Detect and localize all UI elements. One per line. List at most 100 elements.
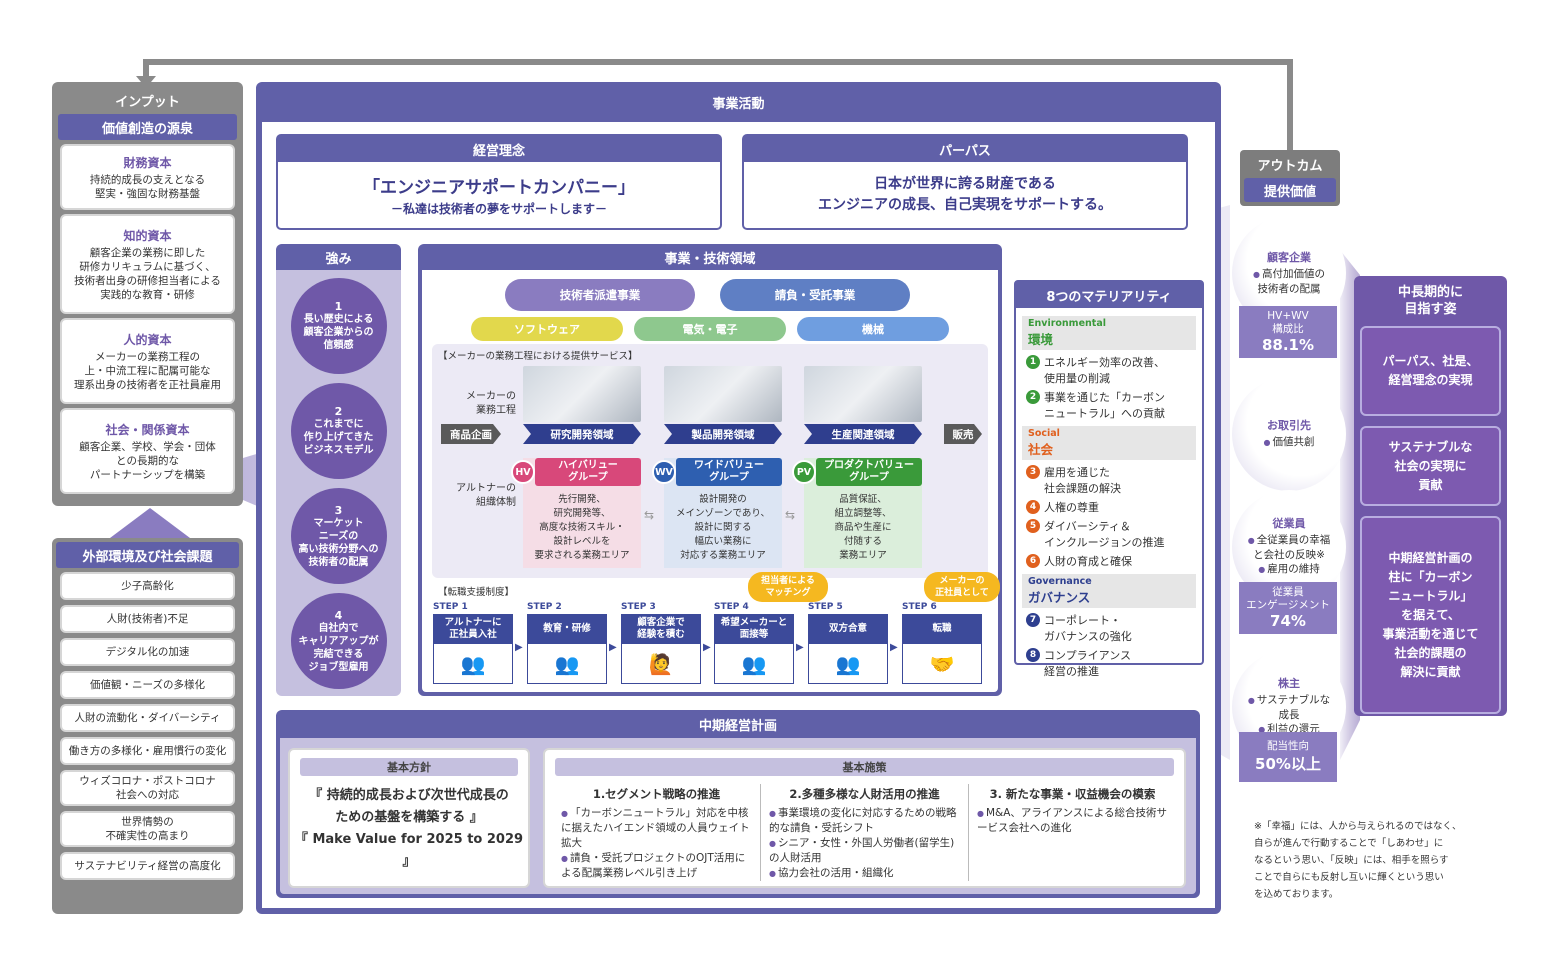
people-icon: 👥 [741, 652, 767, 676]
process-step: 販売 [944, 424, 982, 444]
step-number: STEP 3 [621, 602, 656, 612]
strength-number: 2 [334, 405, 343, 418]
business-title: 事業活動 [712, 96, 765, 112]
capital-card: 人的資本メーカーの業務工程の 上・中流工程に配属可能な 理系出身の技術者を正社員… [60, 318, 235, 404]
materiality-text: コーポレート・ ガバナンスの強化 [1044, 614, 1132, 643]
step-text: 顧客企業で 経験を積む [621, 614, 701, 644]
external-item: 世界情勢の 不確実性の高まり [60, 811, 235, 847]
arrow-hv-wv: ⇆ [644, 508, 655, 522]
people-icon: 🤝 [929, 652, 955, 676]
materiality-text: エネルギー効率の改善、 使用量の削減 [1044, 356, 1165, 385]
process-photo [804, 366, 922, 422]
outcome-title: アウトカム [1257, 158, 1323, 174]
footnote: ※「幸福」には、人から与えられるのではなく、 自らが進んで行動することで「しあわ… [1254, 821, 1462, 900]
outcome-subtitle: 提供価値 [1244, 178, 1336, 202]
external-item: ウィズコロナ・ポストコロナ 社会への対応 [60, 770, 235, 806]
vision-item: 中期経営計画の 柱に「カーボン ニュートラル」 を据えて、 事業活動を通じて 社… [1360, 516, 1501, 714]
measure-column: 3. 新たな事業・収益機会の模索M&A、アライアンスによる総合技術サービス会社へ… [969, 784, 1176, 881]
materiality-jp: 環境 [1028, 332, 1054, 347]
strength-text: これまでに 作り上げてきた ビジネスモデル [303, 419, 374, 456]
materiality-number: 7 [1026, 613, 1040, 627]
process-label: メーカーの 業務工程 [466, 391, 516, 416]
vision-item: サステナブルな 社会の実現に 貢献 [1360, 426, 1501, 506]
materiality-en: Environmental [1028, 318, 1106, 329]
strength-number: 3 [334, 503, 343, 517]
process-step: 商品企画 [441, 424, 501, 444]
materiality-text: コンプライアンス 経営の推進 [1044, 649, 1132, 678]
materiality-jp: ガバナンス [1028, 590, 1091, 605]
employee-bubble: メーカーの 正社員として [924, 572, 1000, 602]
step-text: 双方合意 [808, 614, 888, 644]
measures-title: 基本施策 [555, 758, 1174, 776]
philosophy-sub: －私達は技術者の夢をサポートします－ [390, 202, 607, 216]
capital-name: 社会・関係資本 [105, 422, 190, 437]
stakeholder-item: 全従業員の幸福 と会社の反映※ [1248, 533, 1330, 562]
group-desc: 品質保証、 組立調整等、 商品や生産に 付随する 業務エリア [834, 494, 892, 561]
vision-item: パーパス、社是、 経営理念の実現 [1360, 326, 1501, 416]
external-item: サステナビリティ経営の高度化 [60, 852, 235, 880]
process-step: 研究開発領域 [523, 424, 641, 444]
field-pill: 機械 [797, 317, 949, 341]
materiality-text: 雇用を通じた 社会課題の解決 [1044, 466, 1121, 495]
measure-item: 事業環境の変化に対応するための戦略的な請負・受託シフト [769, 806, 960, 836]
capital-desc: 顧客企業、学校、学会・団体 との長期的な パートナーシップを構築 [79, 440, 216, 481]
field-pill: 電気・電子 [634, 317, 786, 341]
stakeholder-name: 顧客企業 [1267, 250, 1311, 264]
people-icon: 👥 [460, 652, 486, 676]
step-number: STEP 6 [902, 602, 937, 612]
business-pill-dispatch: 技術者派遣事業 [505, 279, 695, 311]
materiality-item: 7 コーポレート・ ガバナンスの強化 [1026, 613, 1196, 645]
stakeholder-name: 従業員 [1272, 517, 1306, 530]
capital-card: 社会・関係資本顧客企業、学校、学会・団体 との長期的な パートナーシップを構築 [60, 408, 235, 494]
purpose-text: 日本が世界に誇る財産である エンジニアの成長、自己実現をサポートする。 [818, 176, 1112, 213]
materiality-number: 8 [1026, 648, 1040, 662]
people-icon: 🙋 [648, 652, 674, 676]
measure-item: 「カーボンニュートラル」対応を中核に据えたハイエンド領域の人員ウェイト拡大 [561, 806, 752, 851]
step-number: STEP 4 [714, 602, 749, 612]
strengths-title: 強み [276, 244, 401, 270]
stakeholder-item: サステナブルな 成長 [1248, 693, 1330, 722]
capital-desc: メーカーの業務工程の 上・中流工程に配属可能な 理系出身の技術者を正社員雇用 [74, 350, 221, 391]
service-label: 【メーカーの業務工程における提供サービス】 [438, 351, 638, 362]
stakeholder-item: 価値共創 [1264, 435, 1314, 450]
business-pill-contract: 請負・受託事業 [720, 279, 910, 311]
external-item: 人財(技術者)不足 [60, 605, 235, 633]
vision-panel: 中長期的に 目指す姿 パーパス、社是、 経営理念の実現サステナブルな 社会の実現… [1354, 276, 1507, 716]
strength-number: 1 [334, 300, 343, 313]
input-panel: インプット 価値創造の源泉 財務資本持続的成長の支えとなる 堅実・強固な財務基盤… [52, 82, 243, 506]
input-title: インプット [115, 94, 180, 110]
policy-title: 基本方針 [300, 758, 518, 776]
process-step: 製品開発領域 [664, 424, 782, 444]
policy-text: 『 持続的成長および次世代成長の ための基盤を構築する 』 『 Make Val… [294, 788, 524, 869]
external-item: デジタル化の加速 [60, 638, 235, 666]
materiality-number: 2 [1026, 390, 1040, 404]
measure-item: 請負・受託プロジェクトのOJT活用による配属業務レベル引き上げ [561, 851, 752, 881]
capital-card: 財務資本持続的成長の支えとなる 堅実・強固な財務基盤 [60, 144, 235, 210]
kpi-box: 配当性向 50%以上 [1239, 732, 1337, 782]
outcome-header: アウトカム 提供価値 [1240, 150, 1340, 206]
field-pill: ソフトウェア [471, 317, 623, 341]
strength-text: 長い歴史による 顧客企業からの 信頼感 [303, 314, 374, 351]
kpi-label: 配当性向 [1267, 740, 1309, 752]
group-name: プロダクトバリュー グループ [816, 458, 922, 486]
external-title: 外部環境及び社会課題 [56, 542, 239, 568]
external-item: 働き方の多様化・雇用慣行の変化 [60, 737, 235, 765]
kpi-value: 50%以上 [1255, 755, 1321, 773]
group-desc: 先行開発、 研究開発等、 高度な技術スキル・ 設計レベルを 要求される業務エリア [534, 494, 630, 561]
materiality-number: 6 [1026, 554, 1040, 568]
strength-text: 自社内で キャリアアップが 完結できる ジョブ型雇用 [298, 622, 379, 673]
materiality-number: 4 [1026, 500, 1040, 514]
matching-bubble: 担当者による マッチング [748, 572, 828, 602]
vision-title: 中長期的に 目指す姿 [1397, 285, 1463, 317]
org-label: アルトナーの 組織体制 [456, 483, 516, 508]
step-number: STEP 1 [433, 602, 468, 612]
purpose-box: パーパス 日本が世界に誇る財産である エンジニアの成長、自己実現をサポートする。 [742, 134, 1188, 230]
materiality-section-header: Environmental 環境 [1022, 316, 1196, 350]
group-name: ワイドバリュー グループ [676, 458, 782, 486]
materiality-text: 人権の尊重 [1044, 501, 1099, 514]
